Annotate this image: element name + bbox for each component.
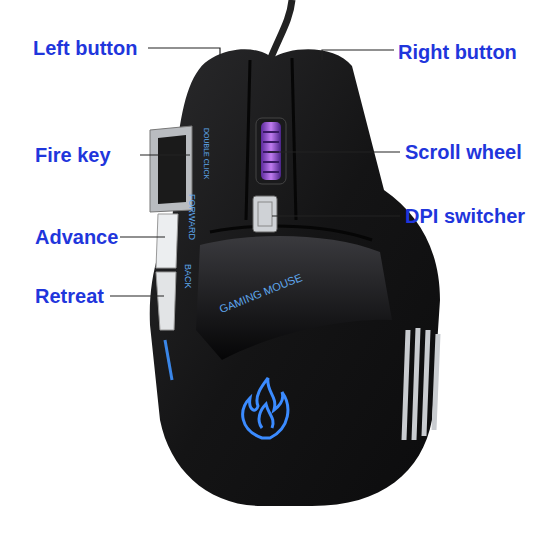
fire-key-inner (158, 135, 186, 204)
side-light (165, 340, 172, 380)
button-seam (292, 58, 296, 220)
back-button (156, 272, 176, 330)
leader-lines (110, 48, 400, 296)
palm-panel (196, 236, 392, 360)
forward-button (156, 214, 178, 268)
printed-mark: DOUBLE CLICK (203, 128, 210, 179)
part-name: Retreat (35, 284, 104, 308)
printed-mark: BACK (183, 264, 192, 289)
part-name: Advance (35, 225, 118, 249)
printed-mark: FORWARD (187, 194, 196, 240)
part-name: Left button (33, 36, 137, 60)
dpi-button-mark (258, 202, 272, 226)
part-name: Right button (398, 40, 517, 64)
side-stripes (404, 328, 438, 440)
dpi-button (253, 196, 277, 232)
cable (270, 0, 292, 60)
wheel-housing (256, 118, 286, 184)
button-seam (246, 60, 250, 220)
part-name: Scroll wheel (405, 140, 522, 164)
mouse-body (150, 49, 440, 506)
flame-logo (243, 378, 288, 438)
fire-key (150, 126, 192, 212)
part-name: Fire key (35, 143, 111, 167)
scroll-wheel (261, 122, 281, 180)
part-name: DPI switcher (405, 204, 525, 228)
